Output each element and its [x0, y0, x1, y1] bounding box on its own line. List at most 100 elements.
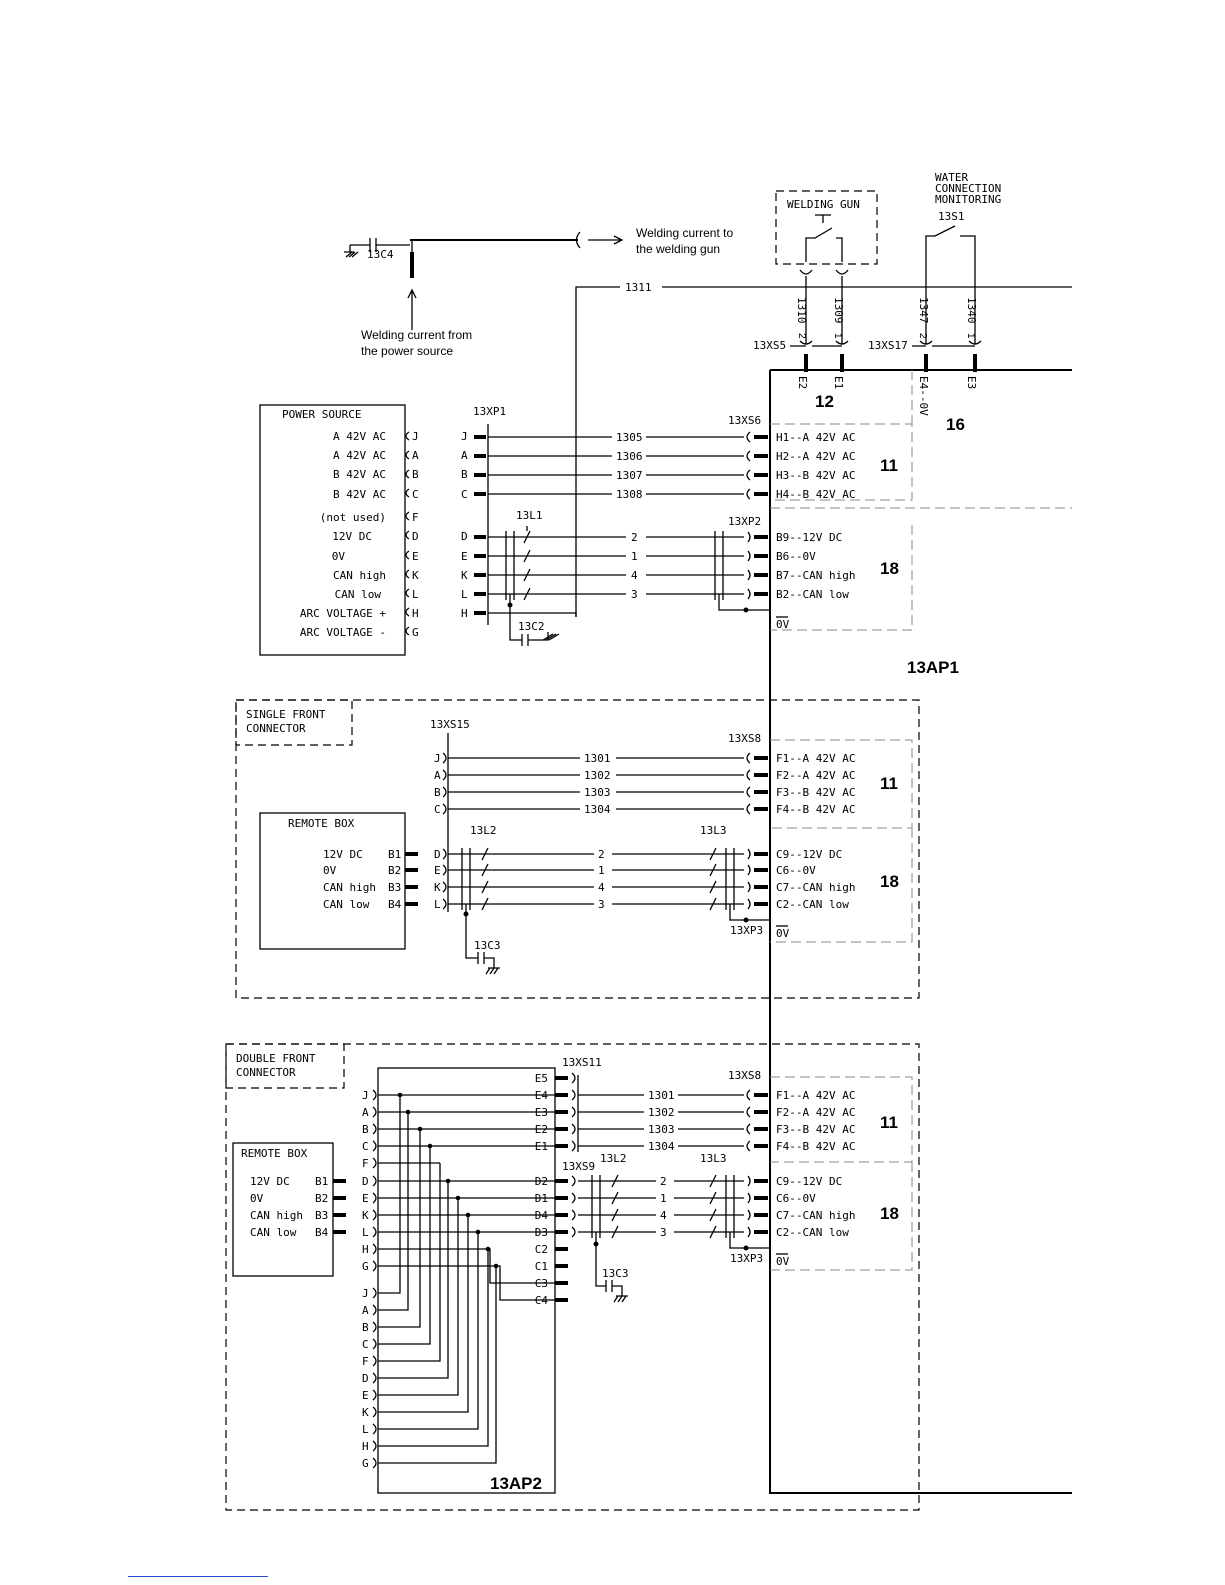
svg-text:A: A [362, 1106, 369, 1119]
svg-text:B4: B4 [388, 898, 402, 911]
welding-gun-label: WELDING GUN [787, 198, 860, 211]
xs6-label: 13XS6 [728, 414, 761, 427]
wire-1309-label: 1309 [832, 297, 845, 324]
svg-text:12V DC: 12V DC [332, 530, 372, 543]
svg-text:1302: 1302 [584, 769, 611, 782]
svg-text:A: A [461, 449, 468, 462]
single-remote-box [259, 812, 406, 950]
svg-text:E: E [362, 1192, 369, 1205]
svg-text:C2--CAN low: C2--CAN low [776, 1226, 849, 1239]
svg-text:(not used): (not used) [320, 511, 386, 524]
power-source-pins: J A B C F D E K L H G [412, 430, 419, 639]
svg-text:D1: D1 [535, 1192, 548, 1205]
svg-text:E3: E3 [535, 1106, 548, 1119]
svg-text:K: K [362, 1406, 369, 1419]
svg-text:C9--12V DC: C9--12V DC [776, 848, 842, 861]
svg-text:0V: 0V [776, 927, 790, 940]
svg-text:C: C [362, 1140, 369, 1153]
svg-text:1308: 1308 [616, 488, 643, 501]
power-source-title: POWER SOURCE [282, 408, 361, 421]
svg-text:B4: B4 [315, 1226, 329, 1239]
double-front-dashed-box [225, 1043, 920, 1511]
svg-text:C: C [412, 488, 419, 501]
power-source-signals: A 42V AC A 42V AC B 42V AC B 42V AC (not… [300, 430, 386, 639]
board-13ap2-box [377, 1067, 556, 1494]
pin-e2-label: E2 [796, 376, 809, 389]
svg-text:1: 1 [832, 333, 843, 339]
svg-text:1304: 1304 [648, 1140, 675, 1153]
capacitor-13c4-label: 13C4 [367, 248, 394, 261]
svg-text:12V DC: 12V DC [250, 1175, 290, 1188]
footer-link-underline [128, 1576, 268, 1577]
svg-text:B: B [461, 468, 468, 481]
svg-text:F: F [412, 511, 419, 524]
svg-text:J: J [362, 1287, 369, 1300]
svg-text:B: B [412, 468, 419, 481]
svg-text:C6--0V: C6--0V [776, 1192, 816, 1205]
board-13ap2-label: 13AP2 [490, 1474, 542, 1493]
svg-text:A: A [412, 449, 419, 462]
svg-text:0V: 0V [776, 1255, 790, 1268]
svg-text:B3: B3 [388, 881, 401, 894]
svg-text:1301: 1301 [584, 752, 611, 765]
svg-text:C: C [434, 803, 441, 816]
svg-text:E1: E1 [535, 1140, 548, 1153]
single-xs8-label: 13XS8 [728, 732, 761, 745]
svg-text:E: E [412, 550, 419, 563]
svg-text:B: B [362, 1321, 369, 1334]
water-monitor-section: WATER CONNECTION MONITORING 13S1 1347 13… [868, 171, 1001, 434]
svg-text:CAN high: CAN high [250, 1209, 303, 1222]
svg-text:2: 2 [917, 333, 928, 339]
double-xp3-label: 13XP3 [730, 1252, 763, 1265]
svg-text:CAN low: CAN low [335, 588, 382, 601]
svg-text:DOUBLE FRONT: DOUBLE FRONT [236, 1052, 316, 1065]
svg-text:1305: 1305 [616, 431, 643, 444]
svg-text:J: J [362, 1089, 369, 1102]
board-13ap1-label: 13AP1 [907, 658, 959, 677]
section-12: 12 [815, 392, 834, 411]
svg-text:A: A [362, 1304, 369, 1317]
svg-text:H: H [362, 1440, 369, 1453]
welding-current-section: 13C4 Welding current to the welding gun … [344, 226, 1072, 617]
double-left-pins-bottom: J A B C F D E K L H G [362, 1287, 369, 1470]
single-13l3-label: 13L3 [700, 824, 727, 837]
svg-text:C1: C1 [535, 1260, 548, 1273]
double-section-18: 18 [880, 1204, 899, 1223]
svg-text:L: L [434, 898, 441, 911]
svg-text:1: 1 [965, 333, 976, 339]
svg-text:F3--B 42V AC: F3--B 42V AC [776, 1123, 855, 1136]
svg-text:B 42V AC: B 42V AC [333, 468, 386, 481]
svg-text:K: K [461, 569, 468, 582]
svg-text:1: 1 [660, 1192, 667, 1205]
welding-gun-section: WELDING GUN 1310 1309 2 1 13XS5 E2 E1 12 [753, 190, 878, 411]
svg-text:B9--12V DC: B9--12V DC [776, 531, 842, 544]
svg-text:2: 2 [660, 1175, 667, 1188]
svg-text:1302: 1302 [648, 1106, 675, 1119]
wire-1311-label: 1311 [625, 281, 652, 294]
svg-text:C: C [362, 1338, 369, 1351]
svg-text:B2: B2 [388, 864, 401, 877]
svg-text:1301: 1301 [648, 1089, 675, 1102]
psu-dc-wires: 13L1 2 1 4 3 13C2 13XP2 B9--12V DC B6--0… [488, 509, 899, 646]
svg-text:A: A [434, 769, 441, 782]
power-source-block: POWER SOURCE A 42V AC A 42V AC B 42V AC … [259, 404, 419, 656]
xs5-label: 13XS5 [753, 339, 786, 352]
svg-text:F4--B 42V AC: F4--B 42V AC [776, 1140, 855, 1153]
svg-text:E: E [461, 550, 468, 563]
svg-text:ARC VOLTAGE +: ARC VOLTAGE + [300, 607, 386, 620]
svg-text:C7--CAN high: C7--CAN high [776, 881, 855, 894]
svg-text:4: 4 [660, 1209, 667, 1222]
svg-text:K: K [434, 881, 441, 894]
svg-text:B: B [434, 786, 441, 799]
single-13l2-label: 13L2 [470, 824, 497, 837]
pin-e1-label: E1 [832, 376, 845, 389]
svg-text:1306: 1306 [616, 450, 643, 463]
svg-text:D: D [362, 1175, 369, 1188]
svg-text:H: H [412, 607, 419, 620]
svg-text:1303: 1303 [648, 1123, 675, 1136]
xp1-connector: 13XP1 J A B C D E K L H [461, 405, 577, 625]
svg-text:A 42V AC: A 42V AC [333, 449, 386, 462]
svg-text:F: F [362, 1157, 369, 1170]
svg-text:C6--0V: C6--0V [776, 864, 816, 877]
